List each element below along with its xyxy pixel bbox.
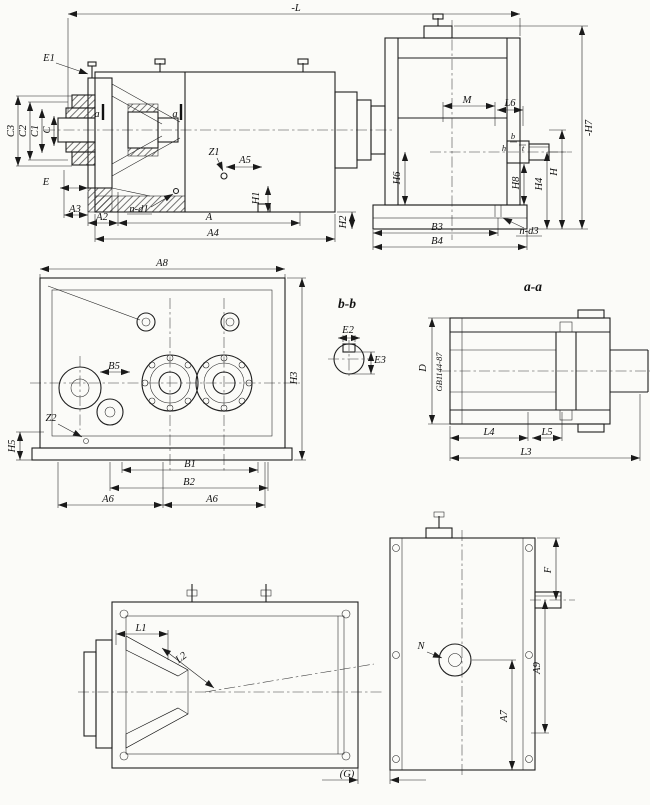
dim-M: M: [462, 95, 473, 106]
dim-C2: C2: [18, 124, 29, 137]
section-mark-a-left: a: [94, 109, 99, 120]
left-housing-foot: [87, 172, 271, 213]
dim-L5: L5: [540, 427, 552, 438]
front-view: a a: [6, 3, 595, 251]
dim-H4: H4: [534, 177, 545, 192]
dim-A3: A3: [68, 204, 81, 215]
dim-A2: A2: [95, 212, 108, 223]
right-end-housing: [389, 511, 562, 771]
left-end-housing: [83, 584, 359, 769]
dim-H: H: [549, 167, 560, 177]
section-mark-a-right: a: [172, 109, 177, 120]
label-N: N: [416, 641, 425, 652]
section-aa: a-a D GB1144-87: [418, 279, 650, 462]
dim-H7: -H7: [584, 119, 595, 136]
dim-A: A: [205, 212, 213, 223]
bearing-bosses: [58, 312, 253, 444]
dim-B1: B1: [184, 459, 196, 470]
dim-C3: C3: [6, 125, 17, 137]
dim-b: b: [511, 131, 515, 141]
dim-H3: H3: [289, 372, 300, 386]
dim-A6-right: A6: [205, 494, 218, 505]
dim-L: -L: [291, 3, 300, 14]
plan-dimensions: A8 H3 H5 B5 Z2 B1 B2 A6 A6: [7, 258, 306, 509]
label-n-d1: n-d1: [129, 204, 148, 215]
right-housing-outline: [372, 13, 528, 230]
dim-L3: L3: [519, 447, 531, 458]
dim-H1: H1: [251, 192, 262, 206]
bb-dimensions: E2 E3: [338, 325, 386, 375]
dim-B4: B4: [431, 236, 443, 247]
dim-A7: A7: [499, 709, 510, 722]
section-bb-title: b-b: [338, 296, 356, 311]
dim-B2: B2: [183, 477, 195, 488]
dim-A5: A5: [238, 155, 251, 166]
section-bb: b-b E2 E3: [328, 296, 386, 378]
dim-t: t: [522, 143, 525, 153]
dim-F: F: [543, 566, 554, 574]
dim-G: (G): [340, 769, 355, 780]
left-housing-outline: [87, 58, 336, 213]
input-shaft: [57, 94, 96, 166]
bottom-view: L1 L2 N F A9 A7 (G): [78, 511, 575, 784]
bottom-centerlines: [78, 530, 575, 778]
plan-view: A8 H3 H5 B5 Z2 B1 B2 A6 A6: [7, 258, 306, 509]
plan-outline: [31, 277, 293, 461]
dim-L2: L2: [173, 650, 190, 667]
dim-H2: H2: [338, 215, 349, 230]
dim-H8: H8: [511, 176, 522, 191]
dim-A6-left: A6: [101, 494, 114, 505]
dim-B5: B5: [108, 361, 120, 372]
label-Z1: Z1: [208, 147, 219, 158]
dim-B3: B3: [431, 222, 443, 233]
dim-L1: L1: [134, 623, 146, 634]
aa-outline: [449, 309, 649, 433]
dim-L6: L6: [503, 98, 516, 109]
section-aa-title: a-a: [524, 279, 542, 294]
dim-A4: A4: [206, 228, 219, 239]
label-standard: GB1144-87: [434, 352, 444, 392]
label-Z2: Z2: [45, 413, 57, 424]
dim-E1: E1: [42, 53, 55, 64]
front-dimensions: -L -H7 E1 C3 C2 C1 C E A3 A2: [6, 3, 595, 251]
dim-h: h: [502, 143, 506, 153]
dim-D: D: [418, 364, 429, 373]
dim-C: C: [42, 126, 53, 134]
bell-cone: [111, 83, 181, 177]
label-n-d3: n-d3: [519, 226, 538, 237]
dim-E3: E3: [373, 355, 386, 366]
dim-H5: H5: [7, 440, 18, 454]
dim-C1: C1: [30, 125, 41, 137]
section-cut-marks: a a: [94, 104, 183, 120]
dim-L4: L4: [482, 427, 495, 438]
plan-centerlines: [30, 298, 300, 472]
dim-H6: H6: [392, 171, 403, 186]
dim-A8: A8: [155, 258, 168, 269]
coupling-adapter: [334, 91, 386, 169]
dim-A9: A9: [532, 661, 543, 674]
aa-dimensions: D GB1144-87 L4 L5 L3: [418, 317, 641, 462]
dim-E2: E2: [341, 325, 354, 336]
dim-E: E: [42, 177, 50, 188]
